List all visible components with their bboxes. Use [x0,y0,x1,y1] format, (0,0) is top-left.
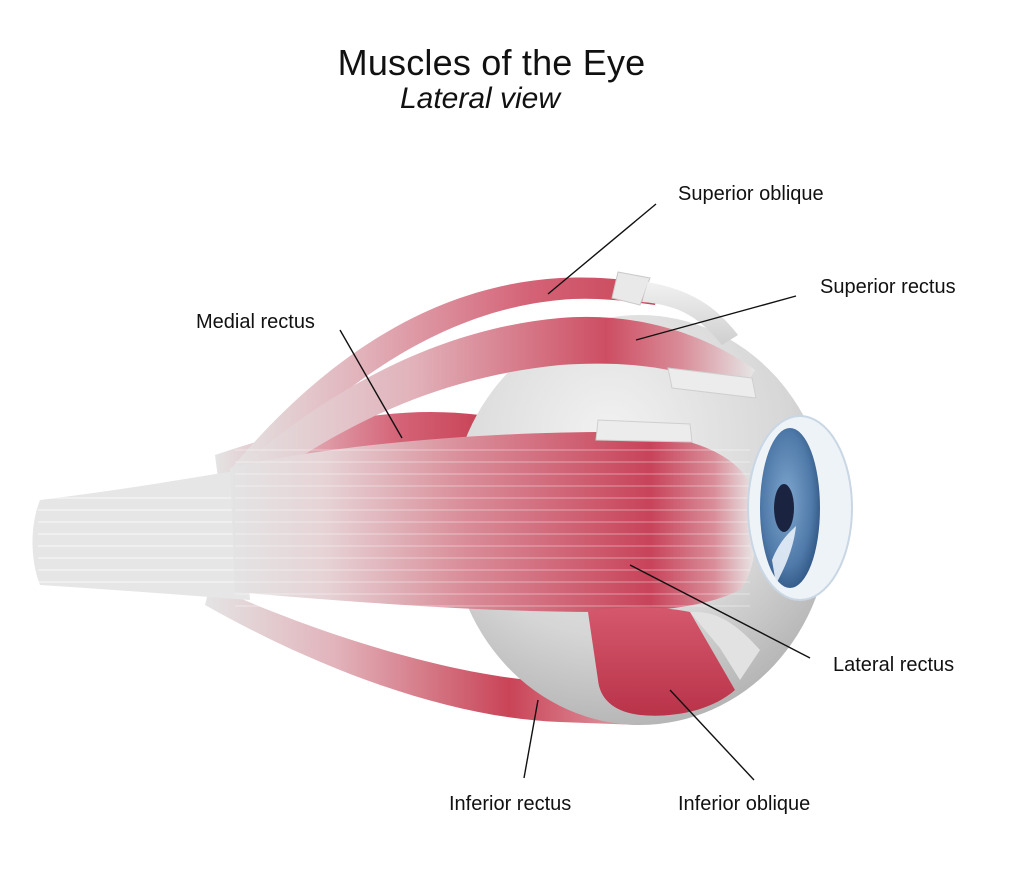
superior-oblique-tendon [642,282,738,345]
label-medial-rectus: Medial rectus [196,311,315,333]
trochlea-pulley [611,271,651,306]
optic-nerve-stripes [38,496,248,588]
pupil [774,484,794,532]
inferior-oblique-tendon [690,611,760,680]
label-superior-rectus: Superior rectus [820,276,956,298]
leader-line-inferior-oblique [669,689,755,781]
label-lateral-rectus: Lateral rectus [833,654,955,676]
leader-line-inferior-rectus [523,699,539,779]
diagram-title: Muscles of the Eye [337,42,646,83]
label-inferior-rectus: Inferior rectus [449,793,572,815]
superior-rectus-muscle [225,316,755,505]
inferior-oblique-muscle [588,607,735,716]
leader-line-lateral-rectus [629,564,811,659]
lateral-rectus-tendon [595,419,693,443]
iris-highlight [772,526,796,584]
diagram-subtitle: Lateral view [399,82,561,115]
leader-line-superior-rectus [635,295,797,341]
leader-line-medial-rectus [339,329,403,439]
label-inferior-oblique: Inferior oblique [678,793,811,815]
superior-rectus-insertion [667,367,757,399]
inferior-rectus-muscle [205,585,640,725]
label-superior-oblique: Superior oblique [678,183,824,205]
leader-line-superior-oblique [547,203,657,295]
lateral-rectus-stripes [235,440,750,610]
